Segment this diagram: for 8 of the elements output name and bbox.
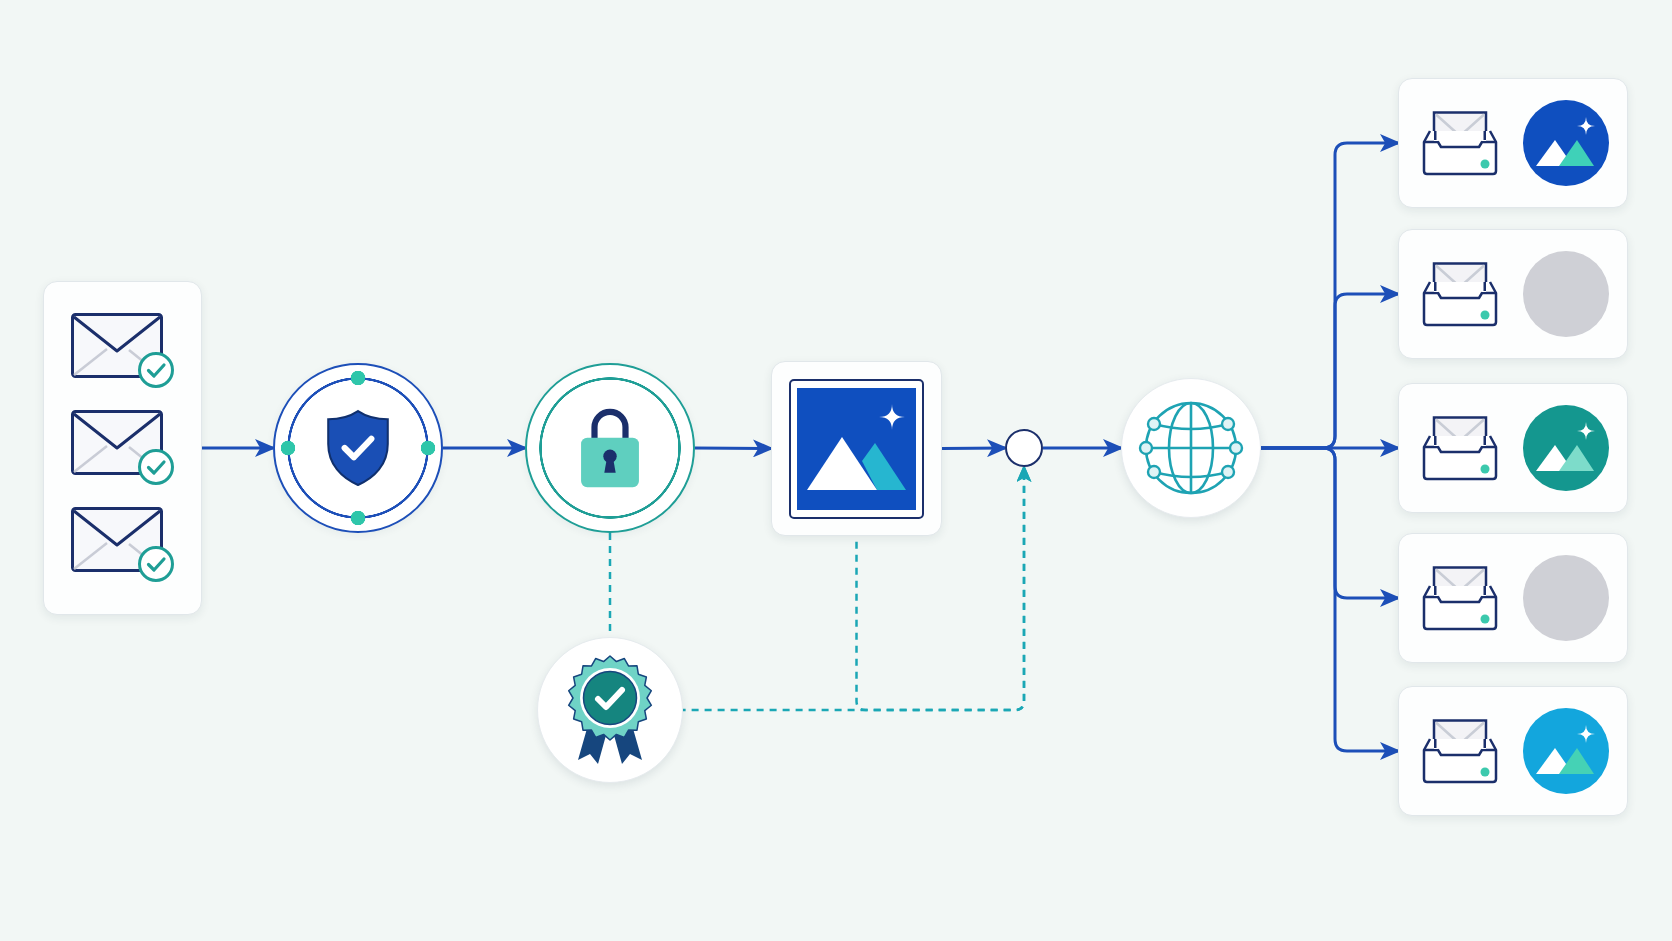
inbox-card bbox=[1398, 383, 1628, 513]
email-card bbox=[43, 281, 202, 615]
image-card bbox=[771, 361, 942, 536]
inbox-card bbox=[1398, 686, 1628, 816]
inbox-card bbox=[1398, 78, 1628, 208]
inbox-card bbox=[1398, 229, 1628, 359]
inbox-card bbox=[1398, 533, 1628, 663]
junction-circle bbox=[1005, 429, 1043, 467]
